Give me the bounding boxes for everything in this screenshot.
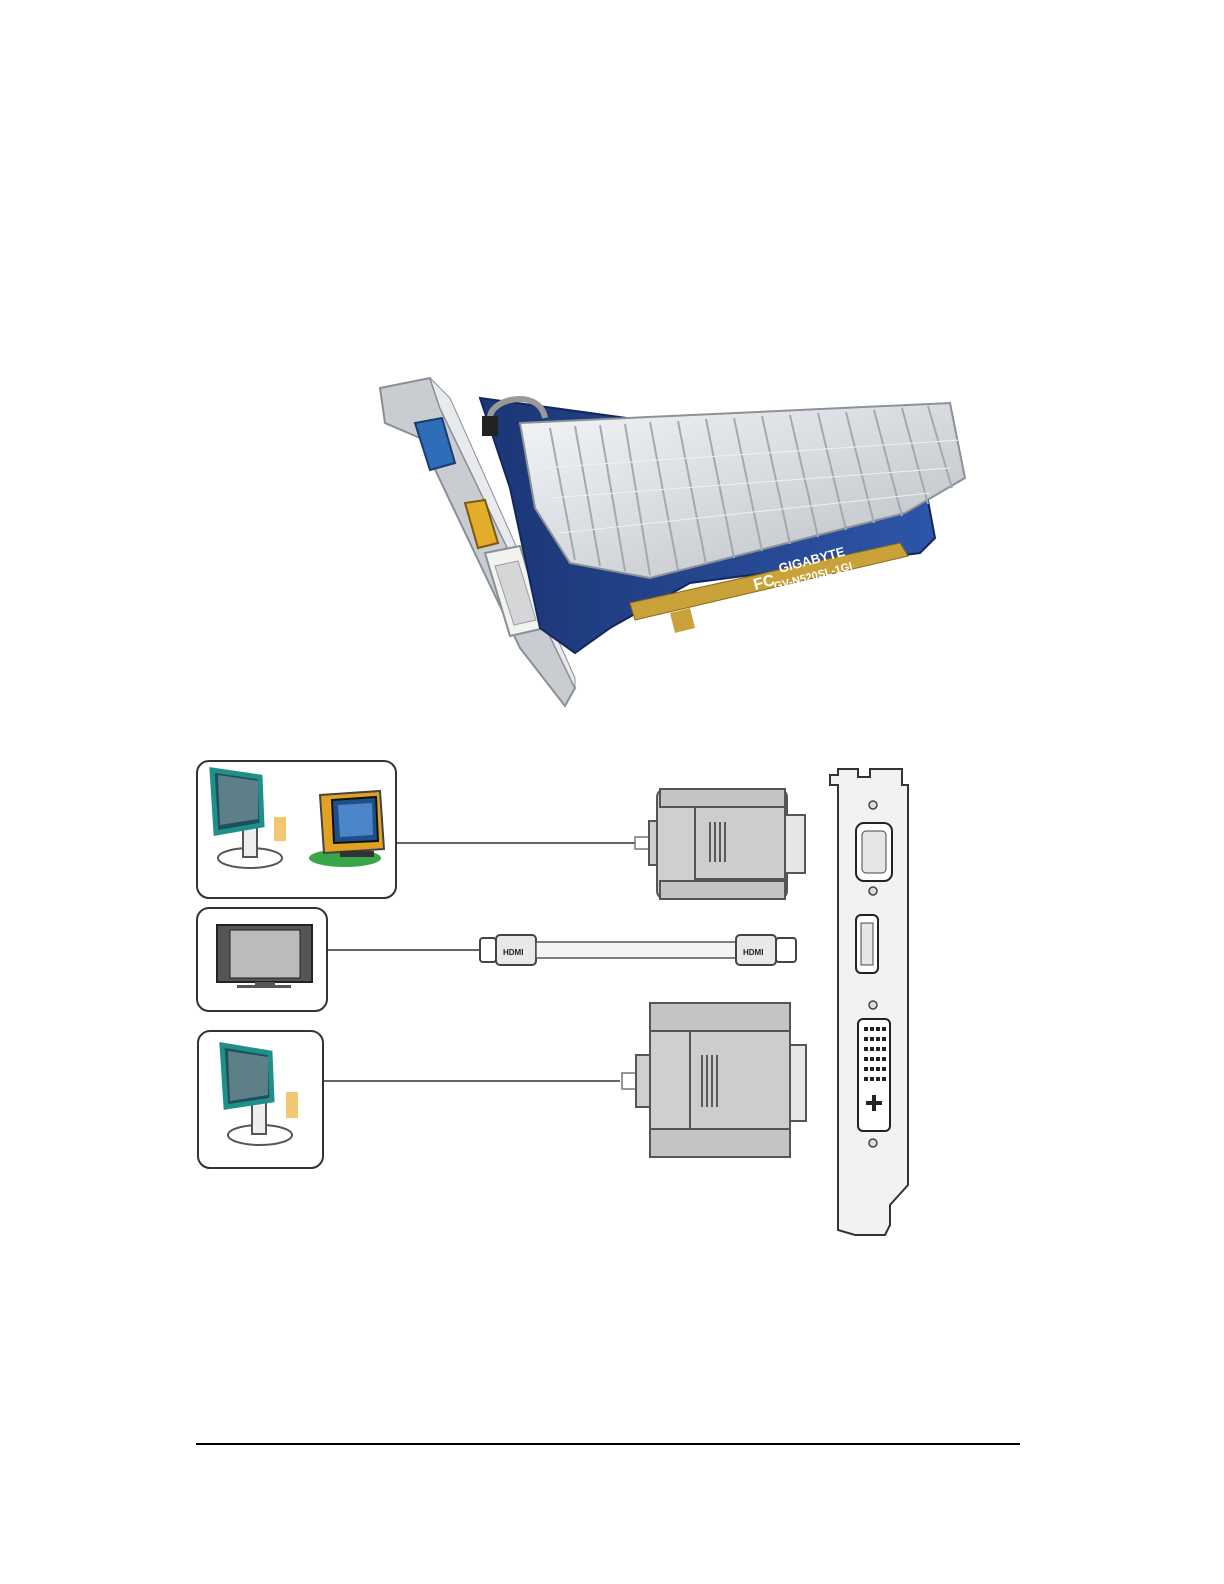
bracket-vga-port <box>856 823 892 881</box>
graphics-card-illustration: GIGABYTE GV-N520SL-1GI FC <box>360 328 1000 720</box>
connection-diagram: HDMI HDMI <box>190 755 950 1245</box>
footer-divider <box>196 1443 1020 1445</box>
dvi-monitor-box <box>198 1031 323 1168</box>
hdtv-box <box>197 908 327 1011</box>
hdmi-plug-label-right: HDMI <box>743 948 763 957</box>
tv-icon <box>217 925 312 988</box>
dsub-plug <box>635 789 805 899</box>
analog-monitor-box <box>197 761 396 898</box>
bracket-hdmi-port <box>856 915 878 973</box>
hdmi-plug-label-left: HDMI <box>503 948 523 957</box>
connection-diagram-svg: HDMI HDMI <box>190 755 950 1245</box>
bracket-diagram <box>830 769 908 1235</box>
hdmi-cable: HDMI HDMI <box>480 935 796 965</box>
dvi-plug <box>622 1003 806 1157</box>
bracket-dvi-port <box>858 1019 890 1131</box>
graphics-card-photo: GIGABYTE GV-N520SL-1GI FC <box>360 328 1000 720</box>
